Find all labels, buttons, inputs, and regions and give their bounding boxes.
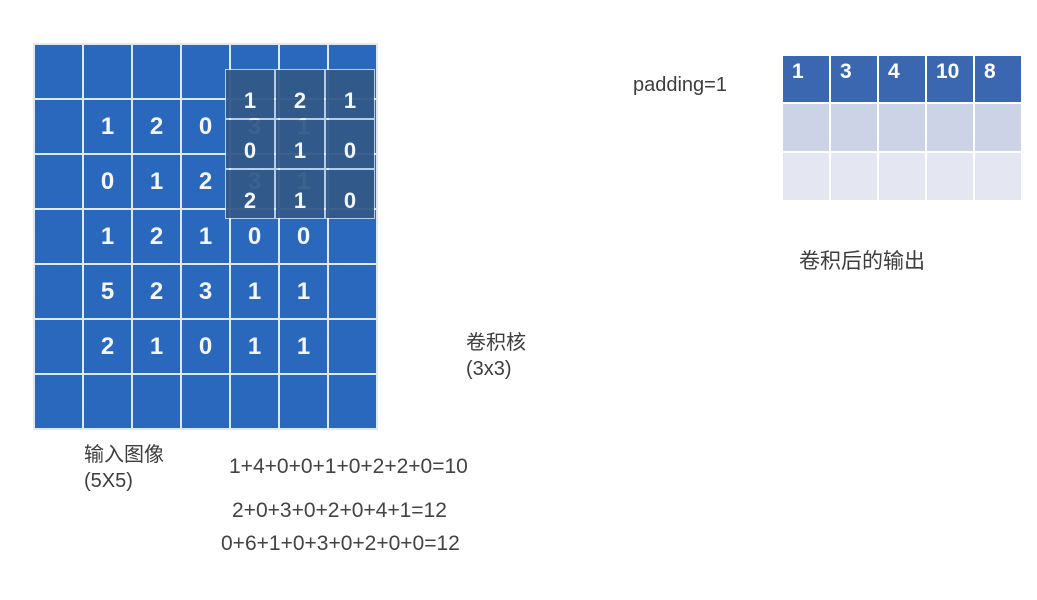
kernel-label-line2: (3x3) (466, 358, 512, 380)
padding-cell (329, 320, 376, 373)
padding-cell (35, 265, 82, 318)
kernel-cell: 0 (226, 120, 274, 168)
equation-2: 2+0+3+0+2+0+4+1=12 (232, 499, 447, 522)
kernel-cell: 1 (276, 120, 324, 168)
kernel-cell: 2 (226, 170, 274, 218)
padding-cell (182, 375, 229, 428)
padding-cell (133, 375, 180, 428)
output-cell: 4 (879, 56, 925, 102)
grid-cell: 2 (133, 265, 180, 318)
output-empty-cell (783, 104, 829, 151)
padding-cell (231, 375, 278, 428)
kernel-cell: 1 (276, 170, 324, 218)
padding-cell (35, 375, 82, 428)
kernel-cell: 0 (326, 170, 374, 218)
grid-cell: 2 (84, 320, 131, 373)
output-empty-cell (975, 104, 1021, 151)
output-empty-cell (783, 153, 829, 200)
padding-cell (182, 45, 229, 98)
input-image-label-line1: 输入图像 (84, 444, 164, 466)
grid-cell: 1 (231, 265, 278, 318)
output-empty-cell (879, 153, 925, 200)
grid-cell: 1 (280, 320, 327, 373)
output-label: 卷积后的输出 (799, 250, 925, 273)
grid-cell: 1 (84, 210, 131, 263)
kernel-label-line1: 卷积核 (466, 332, 526, 354)
grid-cell: 1 (182, 210, 229, 263)
output-empty-cell (879, 104, 925, 151)
grid-cell: 0 (182, 320, 229, 373)
padding-cell (329, 375, 376, 428)
grid-cell: 1 (133, 320, 180, 373)
input-image-label-line2: (5X5) (84, 470, 133, 492)
equation-3: 0+6+1+0+3+0+2+0+0=12 (221, 532, 460, 555)
output-empty-cell (927, 153, 973, 200)
grid-cell: 1 (84, 100, 131, 153)
kernel-label: 卷积核 (3x3) (466, 330, 526, 382)
padding-cell (35, 100, 82, 153)
padding-label: padding=1 (633, 74, 727, 96)
padding-cell (35, 155, 82, 208)
output-empty-cell (927, 104, 973, 151)
output-cell: 1 (783, 56, 829, 102)
input-image-label: 输入图像 (5X5) (84, 442, 164, 494)
output-empty-cell (831, 153, 877, 200)
grid-cell: 0 (84, 155, 131, 208)
kernel-cell: 0 (326, 120, 374, 168)
grid-cell: 2 (182, 155, 229, 208)
kernel-cell: 1 (326, 70, 374, 118)
padding-cell (133, 45, 180, 98)
output-cell: 8 (975, 56, 1021, 102)
kernel-cell: 1 (226, 70, 274, 118)
grid-cell: 0 (182, 100, 229, 153)
grid-cell: 2 (133, 100, 180, 153)
output-cell: 10 (927, 56, 973, 102)
kernel-cell: 2 (276, 70, 324, 118)
grid-cell: 3 (182, 265, 229, 318)
grid-cell: 5 (84, 265, 131, 318)
output-cell: 3 (831, 56, 877, 102)
padding-cell (329, 265, 376, 318)
grid-cell: 1 (280, 265, 327, 318)
padding-cell (35, 320, 82, 373)
output-empty-cell (831, 104, 877, 151)
padding-cell (35, 210, 82, 263)
padding-cell (35, 45, 82, 98)
padding-cell (84, 375, 131, 428)
padding-cell (84, 45, 131, 98)
equation-1: 1+4+0+0+1+0+2+2+0=10 (229, 455, 468, 478)
grid-cell: 2 (133, 210, 180, 263)
grid-cell: 1 (133, 155, 180, 208)
padding-cell (280, 375, 327, 428)
grid-cell: 1 (231, 320, 278, 373)
output-empty-cell (975, 153, 1021, 200)
